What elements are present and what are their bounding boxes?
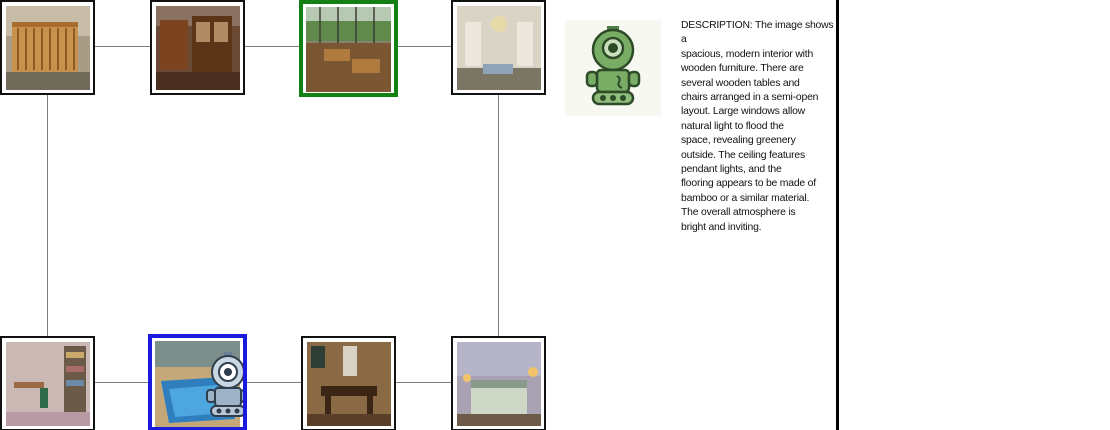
room-node-swimming-pool-current[interactable]: [148, 334, 247, 430]
room-thumbnail: [6, 6, 90, 90]
room-thumbnail: [6, 342, 90, 426]
panel-divider: [836, 0, 839, 430]
room-thumbnail: [457, 6, 541, 90]
room-map: [0, 0, 548, 430]
agent-avatar: [565, 20, 661, 116]
link-top-0-1: [94, 46, 152, 47]
room-node-dining-hall-target[interactable]: [299, 0, 398, 97]
gray-robot-icon: [206, 352, 243, 417]
link-top-2-3: [396, 46, 452, 47]
room-node-home-office[interactable]: [0, 336, 95, 430]
room-node-dining-room[interactable]: [301, 336, 396, 430]
room-thumbnail: [457, 342, 541, 426]
link-bottom-1-2: [246, 382, 302, 383]
link-left-vertical: [47, 94, 48, 337]
room-thumbnail: [307, 342, 391, 426]
room-thumbnail: [156, 6, 240, 90]
link-bottom-2-3: [396, 382, 452, 383]
link-right-vertical: [498, 94, 499, 337]
room-thumbnail: [306, 7, 391, 92]
link-top-1-2: [244, 46, 302, 47]
link-bottom-0-1: [94, 382, 150, 383]
room-node-living-cabinets[interactable]: [150, 0, 245, 95]
room-node-nursery[interactable]: [0, 0, 95, 95]
room-node-chandelier-room[interactable]: [451, 0, 546, 95]
room-node-bedroom[interactable]: [451, 336, 546, 430]
scene-description: DESCRIPTION: The image shows a spacious,…: [681, 20, 834, 233]
green-robot-icon: [585, 26, 641, 106]
